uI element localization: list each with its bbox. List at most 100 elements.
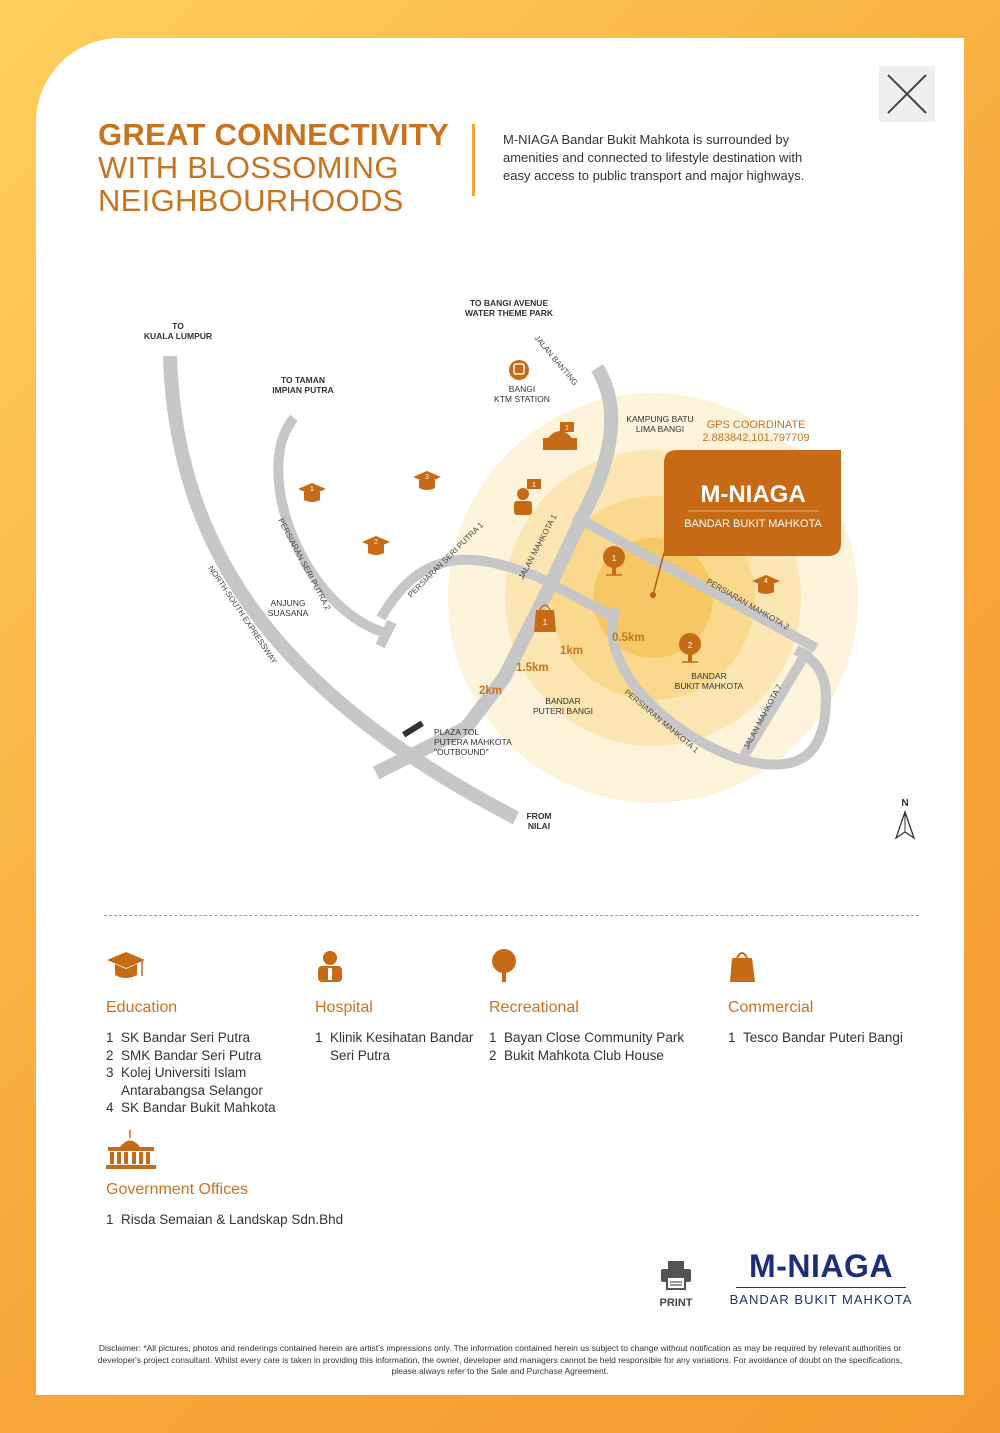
marker-education-1[interactable]: 1 — [298, 483, 326, 502]
svg-text:N: N — [901, 798, 908, 809]
label-ktm-2: KTM STATION — [494, 394, 550, 404]
tree-icon — [603, 546, 625, 568]
label-to-bangi-1: TO BANGI AVENUE — [470, 298, 549, 308]
svg-text:1: 1 — [565, 425, 569, 432]
marker-recreational-2[interactable]: 2 — [679, 633, 701, 663]
distance-0-5km: 0.5km — [612, 632, 645, 644]
brand-subtitle: BANDAR BUKIT MAHKOTA — [729, 1292, 913, 1307]
svg-text:1: 1 — [310, 486, 314, 493]
close-icon — [887, 74, 927, 114]
government-title: Government Offices — [106, 1181, 248, 1198]
doctor-icon — [318, 951, 342, 982]
gps-title: GPS COORDINATE — [707, 419, 806, 431]
train-icon — [513, 363, 525, 375]
label-anjung-1: ANJUNG — [271, 598, 306, 608]
tree-icon — [679, 633, 701, 655]
graduation-cap-icon — [107, 952, 145, 978]
label-kampung-2: LIMA BANGI — [636, 424, 684, 434]
label-plaza-2: PUTERA MAHKOTA — [434, 737, 512, 747]
svg-text:4: 4 — [764, 578, 768, 585]
callout-sub: BANDAR BUKIT MAHKOTA — [684, 518, 822, 530]
distance-1-5km: 1.5km — [516, 662, 549, 674]
road-persiaran-mahkota-1-loop — [607, 606, 831, 770]
hospital-title: Hospital — [315, 999, 373, 1016]
label-plaza-1: PLAZA TOL — [434, 727, 479, 737]
label-bbm-2: BUKIT MAHKOTA — [675, 681, 744, 691]
label-plaza-3: "OUTBOUND" — [434, 747, 489, 757]
svg-text:1: 1 — [612, 554, 617, 563]
label-kampung-1: KAMPUNG BATU — [626, 414, 693, 424]
svg-text:1: 1 — [532, 482, 536, 489]
north-arrow-icon: N — [894, 798, 916, 840]
close-button[interactable] — [879, 66, 935, 122]
svg-text:3: 3 — [425, 474, 429, 481]
label-to-taman-2: IMPIAN PUTRA — [272, 385, 333, 395]
government-building-icon — [106, 1130, 156, 1169]
print-label: PRINT — [659, 1297, 693, 1309]
toll-plaza-marker — [402, 720, 424, 738]
m-niaga-callout[interactable]: M-NIAGA BANDAR BUKIT MAHKOTA — [652, 450, 841, 596]
print-button[interactable]: PRINT — [656, 1260, 696, 1309]
label-from-2: NILAI — [528, 821, 550, 831]
svg-text:2: 2 — [374, 539, 378, 546]
section-divider — [104, 915, 919, 916]
marker-ktm[interactable] — [509, 360, 529, 380]
road-north-south-expressway — [163, 355, 520, 825]
label-to-kl-2: KUALA LUMPUR — [144, 331, 212, 341]
printer-icon — [661, 1261, 691, 1290]
recreational-title: Recreational — [489, 999, 579, 1016]
page-title: GREAT CONNECTIVITY WITH BLOSSOMING NEIGH… — [98, 118, 449, 217]
road-persiaran-seri-putra-2 — [273, 414, 388, 638]
distance-1km: 1km — [560, 645, 583, 657]
brand-logo: M-NIAGA BANDAR BUKIT MAHKOTA — [726, 1248, 916, 1307]
road-jalan-mahkota-1-link — [533, 571, 619, 623]
main-card: GREAT CONNECTIVITY WITH BLOSSOMING NEIGH… — [36, 38, 964, 1395]
label-bpb-1: BANDAR — [545, 696, 580, 706]
government-building-icon — [543, 438, 577, 450]
road-seri-putra-stub — [375, 619, 397, 649]
marker-education-4[interactable]: 4 — [752, 575, 780, 594]
marker-education-3[interactable]: 3 — [413, 471, 441, 490]
marker-education-2[interactable]: 2 — [362, 536, 390, 555]
callout-brand: M-NIAGA — [700, 481, 805, 508]
commercial-title: Commercial — [728, 999, 814, 1016]
label-ktm-1: BANGI — [509, 384, 535, 394]
label-to-bangi-2: WATER THEME PARK — [465, 308, 554, 318]
title-line-3: NEIGHBOURHOODS — [98, 183, 404, 218]
shopping-bag-icon — [534, 610, 556, 632]
intro-text: M-NIAGA Bandar Bukit Mahkota is surround… — [503, 132, 805, 183]
gps-value: 2.883842,101.797709 — [702, 432, 809, 444]
title-line-1: GREAT CONNECTIVITY — [98, 117, 450, 152]
marker-government-1[interactable]: 1 — [543, 422, 577, 450]
road-persiaran-mahkota-2 — [571, 511, 819, 653]
location-map: JALAN BANTING JALAN MAHKOTA 1 PERSIARAN … — [144, 298, 916, 840]
label-from-1: FROM — [526, 811, 551, 821]
label-bpb-2: PUTERI BANGI — [533, 706, 593, 716]
road-jalan-mahkota-7 — [739, 647, 813, 759]
distance-2km: 2km — [479, 685, 502, 697]
map-pin-icon — [650, 592, 656, 598]
doctor-icon — [517, 488, 529, 500]
road-label-jalan-banting: JALAN BANTING — [532, 334, 579, 388]
svg-text:2: 2 — [688, 641, 693, 650]
title-divider — [472, 124, 475, 196]
label-anjung-2: SUASANA — [268, 608, 309, 618]
marker-hospital-1[interactable]: 1 — [514, 479, 541, 515]
svg-text:1: 1 — [543, 618, 548, 627]
disclaimer: Disclaimer: *All pictures, photos and re… — [97, 1343, 903, 1376]
marker-recreational-1[interactable]: 1 — [603, 546, 625, 576]
shopping-bag-icon — [730, 952, 755, 982]
label-to-kl-1: TO — [172, 321, 184, 331]
marker-commercial-1[interactable]: 1 — [534, 604, 556, 632]
road-jalan-banting — [372, 364, 619, 780]
